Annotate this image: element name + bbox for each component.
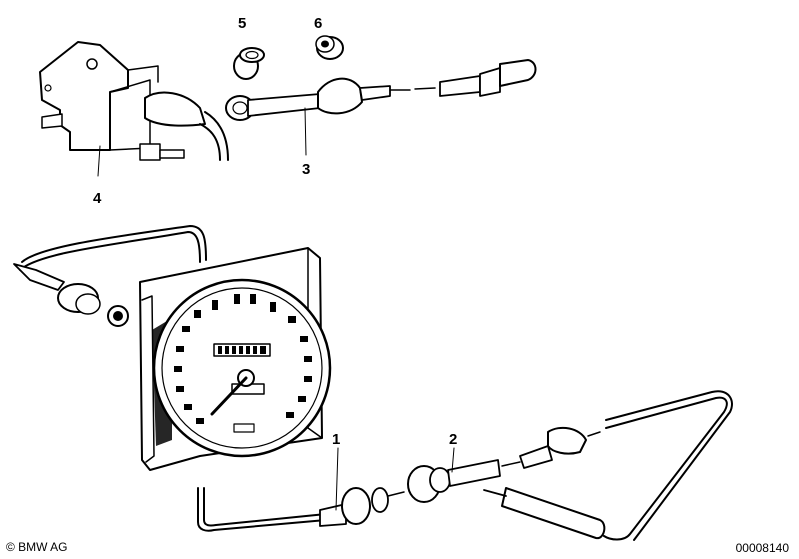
part-1-2-lower-cable xyxy=(197,390,733,541)
copyright-notice: © BMW AG xyxy=(6,540,68,554)
callout-1: 1 xyxy=(332,431,340,448)
callout-3: 3 xyxy=(302,161,310,178)
diagram-number: 00008140 xyxy=(735,541,789,555)
part-5-grommet xyxy=(233,47,265,80)
callout-2: 2 xyxy=(449,431,457,448)
part-6-grommet xyxy=(315,35,344,60)
callout-4: 4 xyxy=(93,190,102,207)
instrument-cable-left xyxy=(13,225,207,327)
callout-6: 6 xyxy=(314,15,322,32)
callout-5: 5 xyxy=(238,15,246,32)
speedometer-instrument xyxy=(139,247,332,471)
part-4-drive-housing xyxy=(39,41,229,161)
part-3-drive-cable xyxy=(225,59,537,156)
